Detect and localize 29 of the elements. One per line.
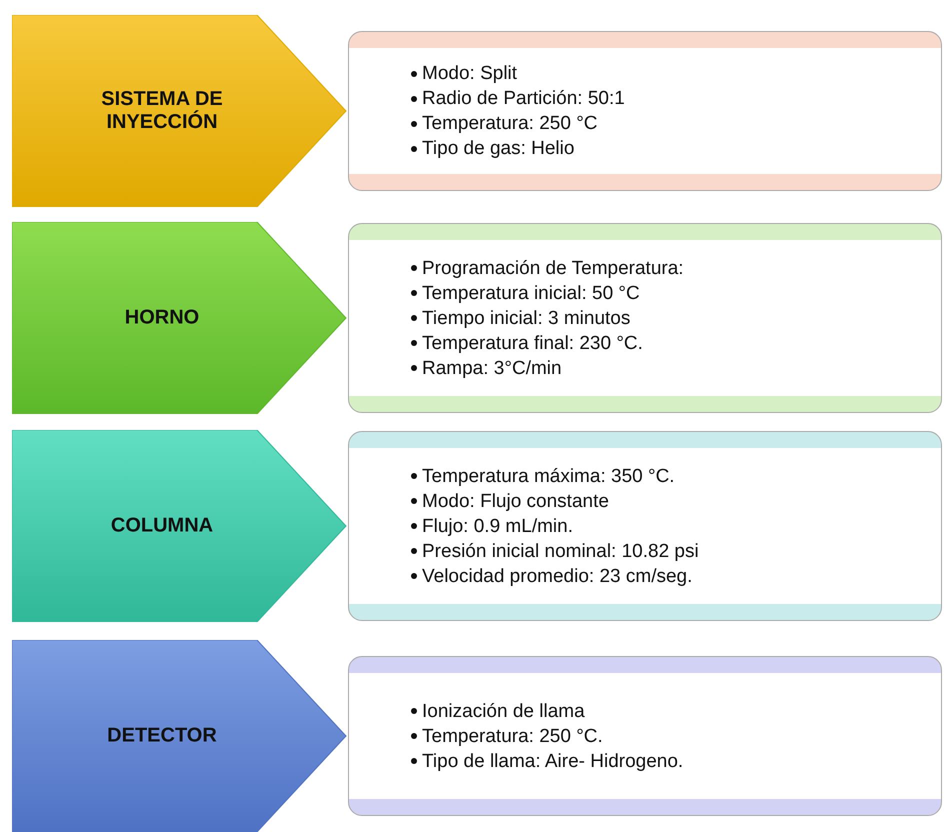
- chevron-shape: [12, 15, 347, 207]
- bullet-item: Temperatura máxima: 350 °C.: [422, 464, 675, 488]
- bullet-item: Temperatura: 250 °C: [422, 112, 598, 136]
- bullet-item: Tipo de gas: Helio: [422, 137, 574, 161]
- chevron-shape: [12, 640, 347, 832]
- bullet-item: Tiempo inicial: 3 minutos: [422, 306, 630, 330]
- list-box: [348, 223, 942, 413]
- bullet-item: Tipo de llama: Aire- Hidrogeno.: [422, 750, 684, 774]
- bullet-item: Modo: Flujo constante: [422, 490, 609, 514]
- stage-label: HORNO: [124, 306, 200, 330]
- chevron-shape: [12, 430, 347, 622]
- bullet-item: Velocidad promedio: 23 cm/seg.: [422, 564, 692, 588]
- bullet-item: Programación de Temperatura:: [422, 256, 684, 280]
- bullet-item: Rampa: 3°C/min: [422, 356, 562, 380]
- bullet-item: Temperatura: 250 °C.: [422, 724, 603, 748]
- stage-label: DETECTOR: [106, 724, 218, 748]
- bullet-item: Temperatura final: 230 °C.: [422, 332, 643, 356]
- bullet-item: Presión inicial nominal: 10.82 psi: [422, 540, 699, 564]
- bullet-item: Temperatura inicial: 50 °C: [422, 282, 640, 306]
- bullet-item: Ionización de llama: [422, 700, 585, 724]
- bullet-item: Flujo: 0.9 mL/min.: [422, 514, 573, 538]
- bullet-item: Radio de Partición: 50:1: [422, 87, 625, 111]
- bullet-item: Modo: Split: [422, 62, 518, 86]
- chevron-shape: [12, 222, 347, 414]
- list-box: [348, 31, 942, 191]
- list-box: [348, 656, 942, 816]
- stage-label: SISTEMA DE INYECCIÓN: [100, 88, 224, 134]
- stage-label: COLUMNA: [110, 514, 214, 538]
- list-box: [348, 431, 942, 621]
